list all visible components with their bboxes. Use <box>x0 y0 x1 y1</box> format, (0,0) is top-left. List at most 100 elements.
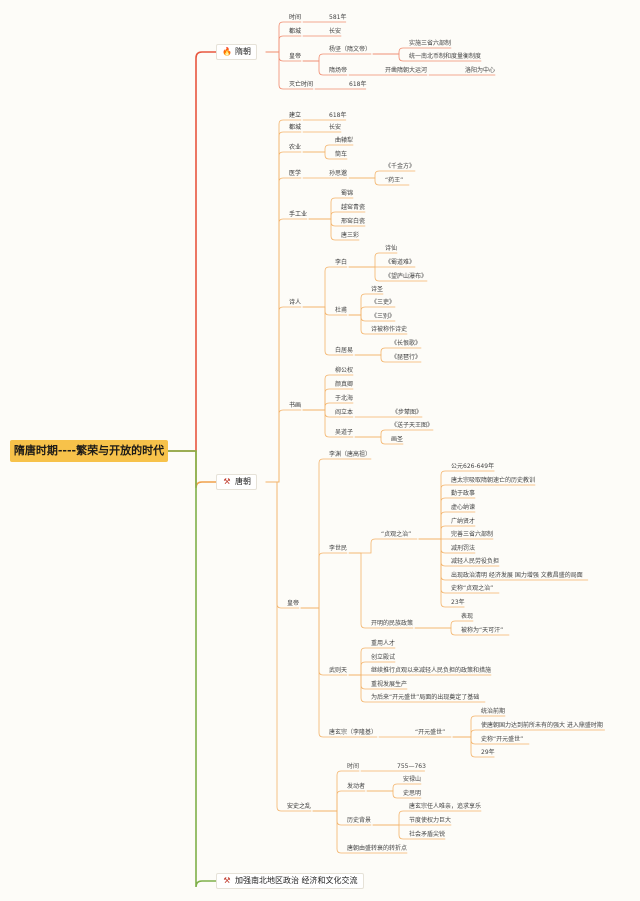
node-tang-bai[interactable]: 白居易 <box>335 347 354 354</box>
node-sui-fall[interactable]: 灭亡时间 <box>289 81 314 88</box>
node-tang-df3[interactable]: 《三别》 <box>371 313 396 320</box>
node-tang-ky[interactable]: “开元盛世” <box>415 729 446 736</box>
node-tang-zg6[interactable]: 完善三省六部制 <box>451 531 494 538</box>
node-tang-zg[interactable]: “贞观之治” <box>381 531 412 538</box>
node-tang-an-b2[interactable]: 节度使权力巨大 <box>409 817 452 824</box>
node-tang-craft[interactable]: 手工业 <box>289 211 308 218</box>
node-tang-sun[interactable]: 孙思邈 <box>329 170 348 177</box>
node-tang-ky2[interactable]: 使唐朝国力达到前所未有的强大 进入鼎盛时期 <box>481 722 603 729</box>
root-topic[interactable]: 隋唐时期----繁荣与开放的时代 <box>10 440 168 462</box>
node-tang-emp[interactable]: 皇帝 <box>287 600 300 607</box>
node-tang-zg1[interactable]: 公元626-649年 <box>451 463 495 470</box>
node-tang-libai[interactable]: 李白 <box>335 259 348 266</box>
node-tang-t1[interactable]: 建立 <box>289 112 302 119</box>
node-tang-an[interactable]: 安史之乱 <box>287 803 312 810</box>
topic-north-south-exchange[interactable]: ⚒加强南北地区政治 经济和文化交流 <box>216 873 364 889</box>
node-sui-t2v[interactable]: 长安 <box>329 28 342 35</box>
node-tang-an-tv[interactable]: 755—763 <box>397 763 426 770</box>
node-tang-c2[interactable]: 颜真卿 <box>335 381 354 388</box>
node-tang-c4a[interactable]: 《步辇图》 <box>392 409 423 416</box>
node-tang-c5b[interactable]: 画圣 <box>391 436 404 443</box>
node-tang-t1v[interactable]: 618年 <box>329 112 347 119</box>
node-tang-w5[interactable]: 为后来“开元盛世”局面的出现奠定了基础 <box>371 694 480 701</box>
node-tang-lb1[interactable]: 诗仙 <box>385 245 398 252</box>
node-tang-df1[interactable]: 诗圣 <box>371 286 384 293</box>
node-tang-zg7[interactable]: 减刑罚法 <box>451 545 476 552</box>
node-sui-yj2[interactable]: 统一南北币制和度量衡制度 <box>409 53 482 60</box>
node-tang-an-b3[interactable]: 社会矛盾尖锐 <box>409 831 446 838</box>
tools-icon: ⚒ <box>223 477 231 486</box>
node-tang-an-l[interactable]: 发动者 <box>347 783 366 790</box>
node-tang-c5[interactable]: 吴道子 <box>335 429 354 436</box>
node-tang-c4[interactable]: 阎立本 <box>335 409 354 416</box>
node-tang-agri[interactable]: 农业 <box>289 144 302 151</box>
node-tang-lb3[interactable]: 《望庐山瀑布》 <box>385 273 428 280</box>
node-tang-craft2[interactable]: 越窑青瓷 <box>341 204 366 211</box>
node-tang-xz[interactable]: 唐玄宗（李隆基） <box>329 729 378 736</box>
node-tang-zg9[interactable]: 出现政治清明 经济发展 国力增强 文教昌盛的局面 <box>451 572 583 579</box>
node-tang-lb2[interactable]: 《蜀道难》 <box>385 259 416 266</box>
topic-tang-dynasty[interactable]: ⚒唐朝 <box>216 474 257 490</box>
node-tang-agri2[interactable]: 筒车 <box>335 151 348 158</box>
node-tang-poet[interactable]: 诗人 <box>289 299 302 306</box>
node-tang-t2[interactable]: 都城 <box>289 124 302 131</box>
node-tang-an-b[interactable]: 历史背景 <box>347 817 372 824</box>
node-sui-t3[interactable]: 皇帝 <box>289 53 302 60</box>
node-tang-zg10[interactable]: 史称“贞观之治” <box>451 585 494 592</box>
node-tang-lsm[interactable]: 李世民 <box>329 545 348 552</box>
node-tang-c5a[interactable]: 《送子天王图》 <box>391 422 434 429</box>
node-sui-luoyang[interactable]: 洛阳为中心 <box>465 67 496 74</box>
node-tang-an-t[interactable]: 时间 <box>347 763 360 770</box>
node-tang-bai1[interactable]: 《长恨歌》 <box>391 340 422 347</box>
node-sui-t1[interactable]: 时间 <box>289 14 302 21</box>
node-tang-agri1[interactable]: 曲辕犁 <box>335 137 354 144</box>
node-tang-an-e[interactable]: 唐朝由盛转衰的转折点 <box>347 845 408 852</box>
node-tang-zg3[interactable]: 勤于政事 <box>451 490 476 497</box>
node-tang-w2[interactable]: 创立殿试 <box>371 654 396 661</box>
node-tang-dufu[interactable]: 杜甫 <box>335 307 348 314</box>
node-tang-w4[interactable]: 重视发展生产 <box>371 681 408 688</box>
node-tang-zg8[interactable]: 减轻人民劳役负担 <box>451 558 500 565</box>
node-tang-eth2[interactable]: 被称为“天可汗” <box>461 627 504 634</box>
node-tang-craft3[interactable]: 邢窑白瓷 <box>341 218 366 225</box>
node-tang-zg2[interactable]: 唐太宗吸取隋朝速亡的历史教训 <box>451 477 536 484</box>
fire-icon: 🔥 <box>222 47 232 56</box>
node-tang-c3[interactable]: 于北海 <box>335 395 354 402</box>
node-tang-eth[interactable]: 开明的民族政策 <box>371 620 414 627</box>
node-sui-canal[interactable]: 开凿隋朝大运河 <box>385 67 428 74</box>
node-tang-ky3[interactable]: 史称“开元盛世” <box>481 736 524 743</box>
node-tang-liyuan[interactable]: 李渊（唐高祖） <box>329 451 372 458</box>
node-tang-zg5[interactable]: 广纳贤才 <box>451 518 476 525</box>
tools-icon: ⚒ <box>223 876 231 885</box>
node-tang-df2[interactable]: 《三吏》 <box>371 299 396 306</box>
node-tang-c1[interactable]: 柳公权 <box>335 367 354 374</box>
node-tang-craft1[interactable]: 蜀锦 <box>341 190 354 197</box>
node-tang-eth1[interactable]: 表现 <box>461 613 474 620</box>
node-tang-calli[interactable]: 书画 <box>289 402 302 409</box>
node-tang-an-b1[interactable]: 唐玄宗任人唯亲，追求享乐 <box>409 803 482 810</box>
node-tang-sun1[interactable]: 《千金方》 <box>385 163 416 170</box>
node-sui-yangjian[interactable]: 杨坚（隋文帝） <box>329 46 372 53</box>
node-sui-yj1[interactable]: 实施三省六部制 <box>409 40 452 47</box>
node-tang-craft4[interactable]: 唐三彩 <box>341 232 360 239</box>
node-tang-sun2[interactable]: “药王” <box>385 177 404 184</box>
node-tang-zg11[interactable]: 23年 <box>451 599 465 606</box>
node-tang-med[interactable]: 医学 <box>289 170 302 177</box>
node-tang-w3[interactable]: 继续推行贞观以来减轻人民负担的政策和措施 <box>371 667 492 674</box>
node-tang-an-l2[interactable]: 史思明 <box>403 790 422 797</box>
node-sui-yangdi[interactable]: 隋炀帝 <box>329 67 348 74</box>
node-tang-ky4[interactable]: 29年 <box>481 749 495 756</box>
node-tang-bai2[interactable]: 《琵琶行》 <box>391 354 422 361</box>
node-tang-w1[interactable]: 重用人才 <box>371 640 396 647</box>
topic-sui-dynasty[interactable]: 🔥隋朝 <box>216 44 257 60</box>
node-sui-t1v[interactable]: 581年 <box>329 14 347 21</box>
node-sui-fallv[interactable]: 618年 <box>349 81 367 88</box>
node-tang-zg4[interactable]: 虚心纳谏 <box>451 504 476 511</box>
node-sui-t2[interactable]: 都城 <box>289 28 302 35</box>
node-tang-wzt[interactable]: 武则天 <box>329 667 348 674</box>
node-tang-ky1[interactable]: 统治前期 <box>481 708 506 715</box>
node-tang-df4[interactable]: 诗被称作诗史 <box>371 326 408 333</box>
node-tang-t2v[interactable]: 长安 <box>329 124 342 131</box>
node-tang-an-l1[interactable]: 安禄山 <box>403 776 422 783</box>
